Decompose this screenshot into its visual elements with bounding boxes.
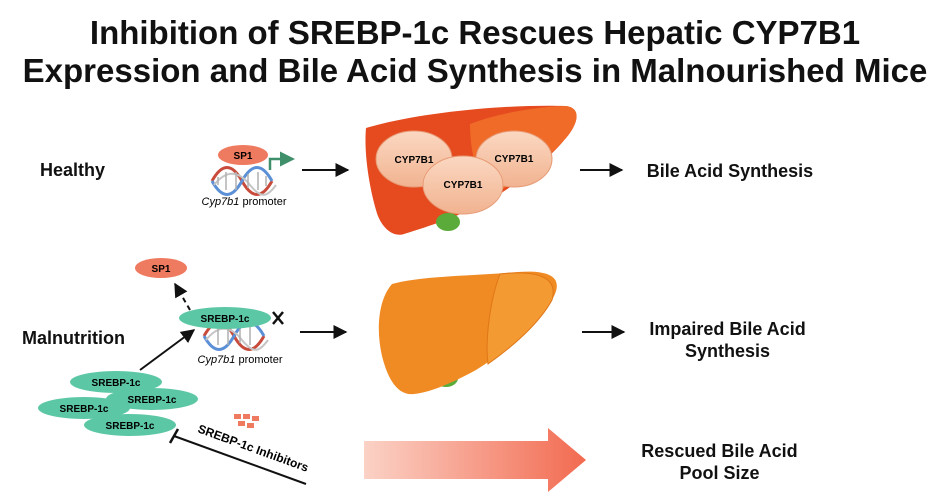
sp1-displacement-arrow [174,282,191,311]
rescued-outcome: Rescued Bile Acid Pool Size [612,440,827,484]
healthy-dna-helix [210,166,277,196]
healthy-outcome: Bile Acid Synthesis [646,161,814,181]
srebp-pool-label-1: SREBP-1c [92,378,141,389]
title-line-1: Inhibition of SREBP-1c Rescues Hepatic C… [89,14,861,51]
malnutrition-label: Malnutrition [22,328,125,348]
cyp7b1-label-2: CYP7B1 [495,154,534,165]
srebp-binding-arrow [139,329,196,371]
blocked-transcription-x [272,311,284,325]
title-line-2: Expression and Bile Acid Synthesis in Ma… [22,52,928,89]
healthy-label: Healthy [40,160,106,180]
malnutrition-promoter-label: Cyp7b1 promoter [198,354,283,366]
displaced-sp1-label: SP1 [152,264,171,275]
cyp7b1-enzymes: CYP7B1 CYP7B1 CYP7B1 [375,130,553,215]
impaired-outcome: Impaired Bile Acid Synthesis [615,318,840,362]
srebp-pool-label-4: SREBP-1c [106,421,155,432]
srebp-pool: SREBP-1c SREBP-1c SREBP-1c SREBP-1c [38,371,198,436]
healthy-promoter-label: Cyp7b1 promoter [202,196,287,208]
cyp7b1-label-3: CYP7B1 [444,180,483,191]
displaced-sp1-blob [135,258,187,278]
inhibitor-molecules [234,414,259,428]
impaired-liver [378,271,557,395]
impaired-outcome-line-2: Synthesis [684,341,771,361]
srebp-pool-label-2: SREBP-1c [128,395,177,406]
diagram-title: Inhibition of SREBP-1c Rescues Hepatic C… [0,14,950,90]
impaired-outcome-line-1: Impaired Bile Acid [649,319,806,339]
inhibitors-label: SREBP-1c Inhibitors [196,422,311,475]
inhibition-bar [168,428,307,485]
healthy-gallbladder [436,213,460,231]
transcription-arrow [268,151,295,170]
bound-srebp-label: SREBP-1c [201,314,250,325]
healthy-sp1-label: SP1 [234,151,253,162]
healthy-sp1-blob [218,145,268,165]
srebp-pool-label-3: SREBP-1c [60,404,109,415]
rescued-outcome-line-2: Pool Size [679,463,760,483]
rescue-arrow [364,428,586,492]
bound-srebp-blob [179,307,271,329]
rescued-outcome-line-1: Rescued Bile Acid [641,441,798,461]
cyp7b1-label-1: CYP7B1 [395,155,434,166]
